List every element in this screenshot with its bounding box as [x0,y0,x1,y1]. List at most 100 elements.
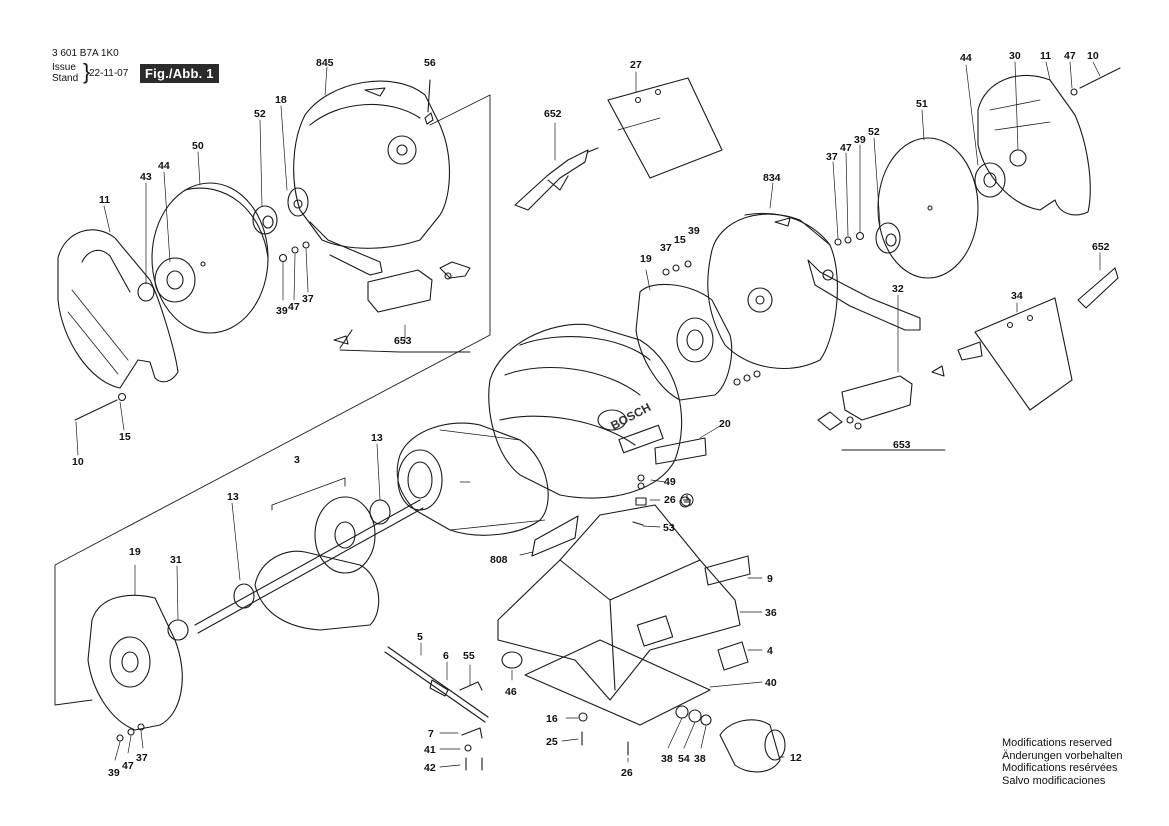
label-808 [531,515,579,557]
callout-11: 11 [1040,50,1051,62]
callout-51: 51 [916,98,928,110]
callout-38: 38 [694,753,706,765]
flange-52-left [252,205,278,235]
stand-label: Stand [52,73,79,84]
motor-housing [488,323,683,499]
callout-47: 47 [122,760,134,772]
bolt-10-right [1079,67,1121,89]
issue-stand-label: Issue Stand [52,62,78,84]
callout-652: 652 [1092,241,1110,253]
callout-18: 18 [275,94,287,106]
motor-logo-text: BOSCH [608,400,653,433]
modification-notes: Modifications reserved Änderungen vorbeh… [1002,737,1122,787]
foot-46 [501,651,523,669]
callout-40: 40 [765,677,777,689]
callout-39: 39 [108,767,120,779]
callout-50: 50 [192,140,204,152]
callout-30: 30 [1009,50,1021,62]
callout-44: 44 [158,160,170,172]
part-number: 3 601 B7A 1K0 [52,48,119,59]
callout-10: 10 [72,456,84,468]
callout-845: 845 [316,57,334,69]
note-line: Salvo modificaciones [1002,774,1106,787]
callout-834: 834 [763,172,781,184]
callout-10: 10 [1087,50,1099,62]
stator-winding-13 [396,422,549,536]
figure-badge: Fig./Abb. 1 [140,64,219,83]
rotor-3 [254,550,380,631]
callout-16: 16 [546,713,558,725]
callout-37: 37 [826,151,838,163]
left-group-border [54,94,491,706]
washer-31 [167,619,189,641]
shield-bracket-652-right [1077,267,1119,309]
callout-54: 54 [678,753,690,765]
callout-7: 7 [428,728,434,740]
bearing-shield-19-left [87,594,183,731]
grinding-wheel-51 [877,137,979,279]
left-guard-11 [57,229,179,389]
callout-52: 52 [254,108,266,120]
callout-653: 653 [893,439,911,451]
document-header: 3 601 B7A 1K0 Issue Stand } 22-11-07 Fig… [52,48,252,94]
callout-42: 42 [424,762,436,774]
eye-shield-34 [974,297,1073,411]
callout-56: 56 [424,57,436,69]
label-9 [704,555,751,586]
capacitor-12 [719,719,781,773]
note-line: Änderungen vorbehalten [1002,749,1123,762]
callout-39: 39 [854,134,866,146]
callout-49: 49 [664,476,676,488]
callout-652: 652 [544,108,562,120]
callout-47: 47 [840,142,852,154]
callout-38: 38 [661,753,673,765]
callout-3: 3 [294,454,300,466]
spark-deflector-arm-32 [807,259,921,331]
callout-53: 53 [663,522,675,534]
callout-12: 12 [790,752,802,764]
note-line: Modifications reserved [1002,737,1113,749]
top-group-border [429,94,491,126]
callout-37: 37 [660,242,672,254]
ground-symbol-icon [680,493,694,507]
callout-52: 52 [868,126,880,138]
power-cord-5 [384,651,486,723]
callout-44: 44 [960,52,972,64]
issue-label: Issue [52,62,76,73]
callout-653: 653 [394,335,412,347]
tool-rest-653-left [367,269,433,313]
spark-deflector-arm [309,221,383,276]
base-36 [497,504,741,701]
brace-glyph: } [83,59,91,84]
flange-52-right [875,222,901,254]
callout-5: 5 [417,631,423,643]
eye-shield-27 [607,77,723,179]
callout-26: 26 [621,767,633,779]
callout-15: 15 [119,431,131,443]
callout-11: 11 [99,194,110,206]
right-guard-11 [977,74,1091,216]
callout-26: 26 [664,494,676,506]
spacer-18 [287,187,309,217]
callout-47: 47 [1064,50,1076,62]
callout-32: 32 [892,283,904,295]
flange-43 [137,282,155,302]
callout-37: 37 [302,293,314,305]
tool-rest-653-right [841,375,913,421]
callout-15: 15 [674,234,686,246]
callout-31: 31 [170,554,182,566]
rotor-shaft [194,499,421,626]
callout-34: 34 [1011,290,1023,302]
callout-808: 808 [490,554,508,566]
shield-bracket-652 [514,149,589,211]
callout-13: 13 [371,432,383,444]
issue-date: 22-11-07 [89,68,129,79]
callout-37: 37 [136,752,148,764]
bearing-shield-19-right [635,283,733,401]
callout-39: 39 [688,225,700,237]
label-20 [654,437,707,465]
callout-20: 20 [719,418,731,430]
bolt-10-left [74,399,118,421]
callout-47: 47 [288,301,300,313]
